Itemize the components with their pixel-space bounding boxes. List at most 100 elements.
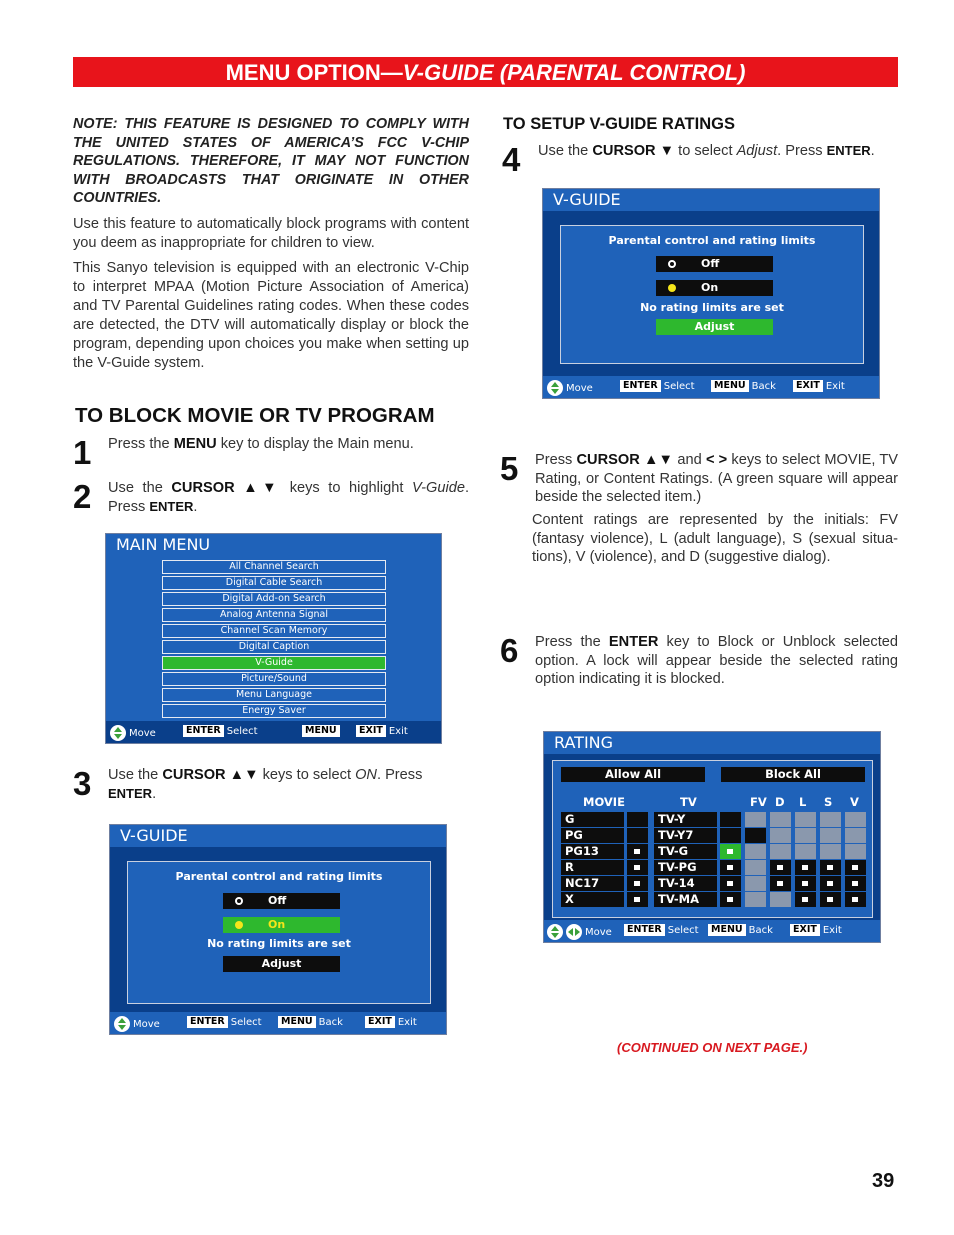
tv-rating[interactable]: TV-MA bbox=[654, 892, 717, 907]
content-cell-disabled bbox=[845, 812, 866, 827]
off-option[interactable]: Off bbox=[656, 256, 773, 272]
movie-lock-cell[interactable] bbox=[627, 812, 648, 827]
menu-item[interactable]: Energy Saver bbox=[162, 704, 386, 718]
off-option[interactable]: Off bbox=[223, 893, 340, 909]
page-number: 39 bbox=[872, 1170, 895, 1192]
menu-item-selected[interactable]: V-Guide bbox=[162, 656, 386, 670]
allow-all-button[interactable]: Allow All bbox=[561, 767, 705, 782]
lock-icon[interactable] bbox=[820, 892, 841, 907]
move-icon bbox=[547, 924, 563, 940]
step-number: 4 bbox=[502, 141, 521, 178]
step-3-text: Use the CURSOR ▲▼ keys to select ON. Pre… bbox=[108, 767, 423, 802]
move-icon bbox=[114, 1016, 130, 1032]
content-cell[interactable] bbox=[745, 828, 766, 843]
tv-rating[interactable]: TV-G bbox=[654, 844, 717, 859]
rating-screen: RATING Allow All Block All MOVIE TV FV D… bbox=[543, 731, 881, 943]
vguide-panel: Parental control and rating limits Off O… bbox=[560, 225, 864, 364]
content-header: FV bbox=[750, 795, 767, 809]
menu-item[interactable]: Picture/Sound bbox=[162, 672, 386, 686]
content-cell-disabled bbox=[795, 812, 816, 827]
lock-icon[interactable] bbox=[845, 876, 866, 891]
content-cell-disabled bbox=[770, 892, 791, 907]
lock-icon[interactable] bbox=[770, 860, 791, 875]
adjust-button[interactable]: Adjust bbox=[656, 319, 773, 335]
lock-icon[interactable] bbox=[845, 892, 866, 907]
content-cell-disabled bbox=[770, 812, 791, 827]
fcc-note: NOTE: THIS FEATURE IS DESIGNED TO COMPLY… bbox=[73, 116, 469, 207]
content-cell-disabled bbox=[845, 828, 866, 843]
lock-icon[interactable] bbox=[795, 860, 816, 875]
screen-title: MAIN MENU bbox=[106, 534, 441, 556]
tv-rating[interactable]: TV-Y7 bbox=[654, 828, 717, 843]
on-option[interactable]: On bbox=[223, 917, 340, 933]
menu-item[interactable]: Menu Language bbox=[162, 688, 386, 702]
step-2-text: Use the CURSOR ▲▼ keys to highlight V-Gu… bbox=[108, 480, 470, 515]
tv-rating[interactable]: TV-PG bbox=[654, 860, 717, 875]
banner-prefix: MENU OPTION— bbox=[225, 60, 403, 85]
content-cell-disabled bbox=[745, 844, 766, 859]
lock-icon[interactable] bbox=[627, 860, 648, 875]
movie-rating[interactable]: X bbox=[561, 892, 624, 907]
adjust-button[interactable]: Adjust bbox=[223, 956, 340, 972]
lock-icon[interactable] bbox=[820, 860, 841, 875]
menu-list: All Channel Search Digital Cable Search … bbox=[106, 556, 441, 721]
lock-icon[interactable] bbox=[845, 860, 866, 875]
lock-icon[interactable] bbox=[720, 876, 741, 891]
menu-item[interactable]: Channel Scan Memory bbox=[162, 624, 386, 638]
block-heading: TO BLOCK MOVIE OR TV PROGRAM bbox=[75, 404, 435, 427]
movie-rating[interactable]: PG13 bbox=[561, 844, 624, 859]
movie-rating[interactable]: G bbox=[561, 812, 624, 827]
menu-item[interactable]: Analog Antenna Signal bbox=[162, 608, 386, 622]
lock-icon[interactable] bbox=[627, 876, 648, 891]
lock-icon[interactable] bbox=[720, 860, 741, 875]
menu-item[interactable]: All Channel Search bbox=[162, 560, 386, 574]
step-1-text: Press the MENU key to display the Main m… bbox=[108, 436, 414, 452]
continued-note: (CONTINUED ON NEXT PAGE.) bbox=[617, 1040, 808, 1055]
content-cell-disabled bbox=[820, 828, 841, 843]
content-cell-disabled bbox=[820, 812, 841, 827]
lock-icon[interactable] bbox=[720, 892, 741, 907]
tv-lock-cell[interactable] bbox=[720, 812, 741, 827]
step-number: 2 bbox=[73, 478, 92, 515]
rating-status: No rating limits are set bbox=[640, 301, 784, 314]
left-right-icon bbox=[566, 924, 582, 940]
content-cell-disabled bbox=[745, 860, 766, 875]
tv-rating[interactable]: TV-Y bbox=[654, 812, 717, 827]
lock-icon[interactable] bbox=[770, 876, 791, 891]
content-cell-disabled bbox=[820, 844, 841, 859]
tv-rating[interactable]: TV-14 bbox=[654, 876, 717, 891]
vchip-paragraph: This Sanyo television is equipped with a… bbox=[73, 260, 469, 371]
movie-rating[interactable]: PG bbox=[561, 828, 624, 843]
step-4-text: Use the CURSOR ▼ to select Adjust. Press… bbox=[538, 143, 875, 159]
lock-icon[interactable] bbox=[795, 892, 816, 907]
movie-rating[interactable]: NC17 bbox=[561, 876, 624, 891]
screen-title: V-GUIDE bbox=[110, 825, 446, 847]
movie-rating[interactable]: R bbox=[561, 860, 624, 875]
lock-icon[interactable] bbox=[820, 876, 841, 891]
move-icon bbox=[110, 725, 126, 741]
lock-icon[interactable] bbox=[627, 844, 648, 859]
content-header: L bbox=[799, 795, 807, 809]
vguide-screen-on: V-GUIDE Parental control and rating limi… bbox=[109, 824, 447, 1035]
lock-icon[interactable] bbox=[795, 876, 816, 891]
lock-icon-selected[interactable] bbox=[720, 844, 741, 859]
content-header: V bbox=[850, 795, 859, 809]
on-option[interactable]: On bbox=[656, 280, 773, 296]
menu-item[interactable]: Digital Cable Search bbox=[162, 576, 386, 590]
movie-lock-cell[interactable] bbox=[627, 828, 648, 843]
tv-lock-cell[interactable] bbox=[720, 828, 741, 843]
menu-item[interactable]: Digital Caption bbox=[162, 640, 386, 654]
page-title-banner: MENU OPTION—V-GUIDE (PARENTAL CONTROL) bbox=[73, 57, 898, 87]
step-number: 6 bbox=[500, 632, 519, 669]
block-all-button[interactable]: Block All bbox=[721, 767, 865, 782]
content-cell-disabled bbox=[795, 844, 816, 859]
content-cell-disabled bbox=[770, 828, 791, 843]
lock-icon[interactable] bbox=[627, 892, 648, 907]
menu-item[interactable]: Digital Add-on Search bbox=[162, 592, 386, 606]
content-cell-disabled bbox=[745, 892, 766, 907]
tv-column-header: TV bbox=[680, 795, 697, 809]
